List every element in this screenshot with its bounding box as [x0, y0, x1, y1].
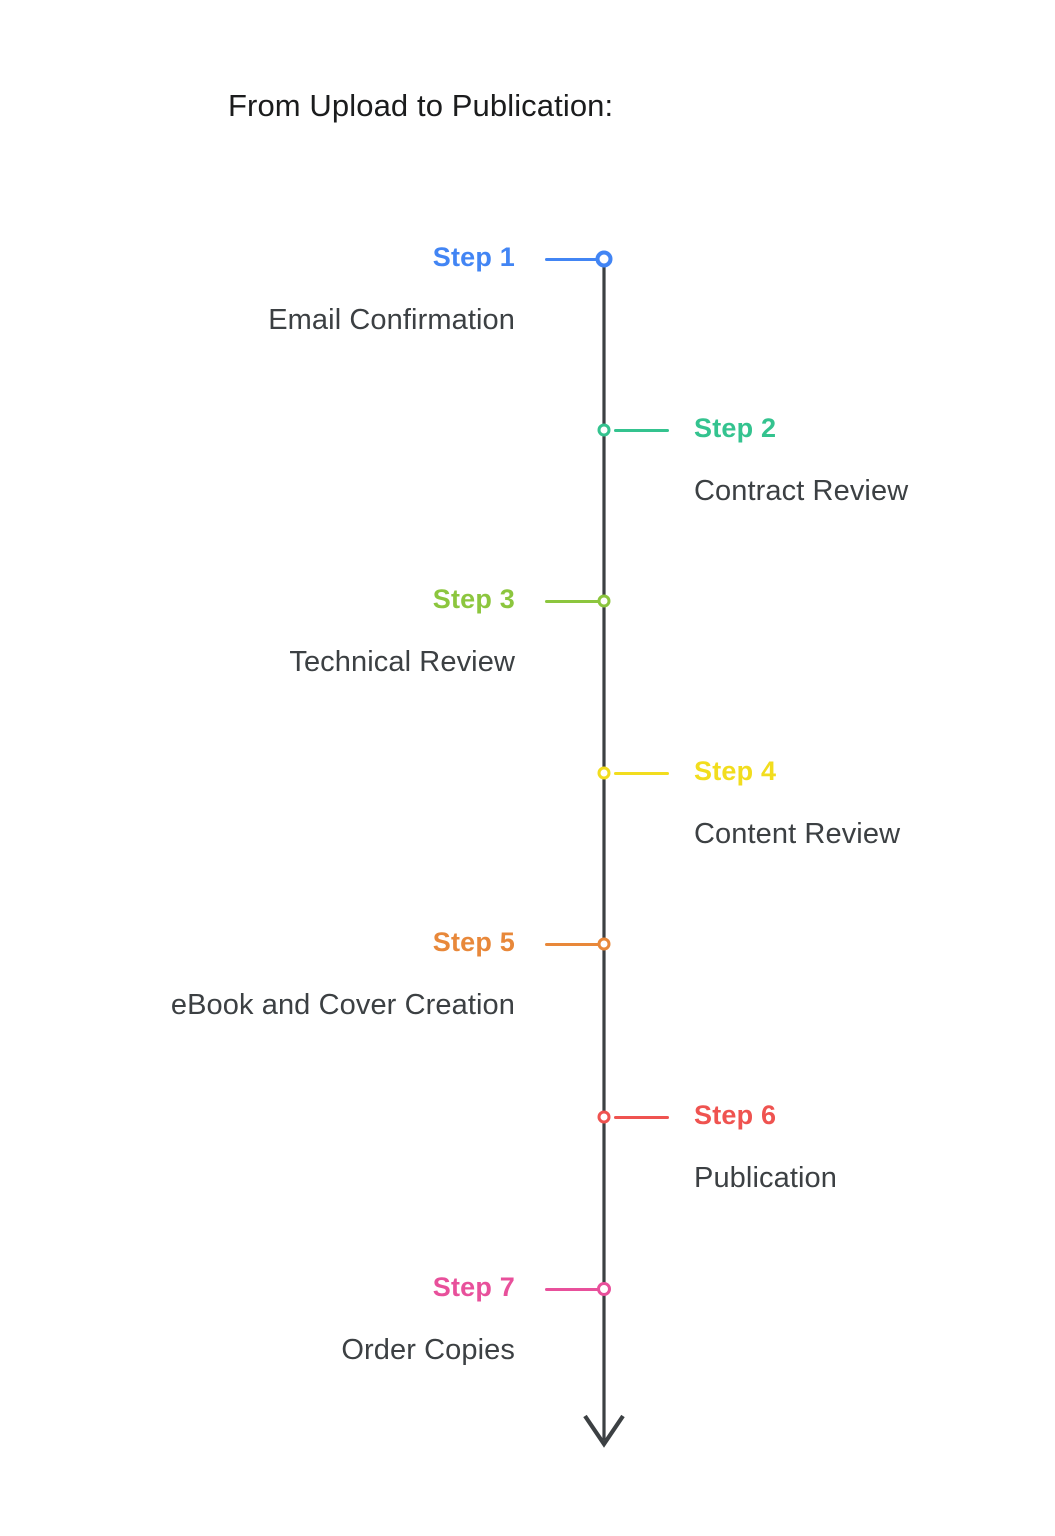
step-label: Step 5 — [432, 927, 515, 957]
step-connector-line — [545, 258, 600, 261]
step-node-marker[interactable] — [597, 1110, 611, 1124]
step-connector-line — [545, 1288, 600, 1291]
step-label: Step 2 — [694, 413, 777, 443]
step-label: Step 4 — [694, 756, 777, 786]
step-description: Order Copies — [341, 1334, 515, 1366]
step-description: eBook and Cover Creation — [170, 989, 515, 1021]
step-label: Step 6 — [694, 1100, 777, 1130]
step-connector-line — [545, 600, 600, 603]
step-node-marker[interactable] — [597, 937, 611, 951]
arrow-down-icon — [583, 1414, 625, 1448]
page-title: From Upload to Publication: — [228, 88, 614, 123]
step-node-marker[interactable] — [597, 766, 611, 780]
step-node-marker[interactable] — [597, 594, 611, 608]
step-label: Step 1 — [432, 242, 515, 272]
step-node-marker[interactable] — [595, 250, 613, 268]
step-connector-line — [614, 429, 669, 432]
step-description: Publication — [694, 1162, 837, 1194]
step-label: Step 7 — [432, 1272, 515, 1302]
step-label: Step 3 — [432, 584, 515, 614]
step-description: Contract Review — [694, 475, 909, 507]
step-description: Content Review — [694, 818, 901, 850]
step-description: Technical Review — [289, 646, 515, 678]
step-node-marker[interactable] — [597, 423, 611, 437]
step-connector-line — [545, 943, 600, 946]
step-connector-line — [614, 772, 669, 775]
step-node-marker[interactable] — [597, 1282, 611, 1296]
step-connector-line — [614, 1116, 669, 1119]
step-description: Email Confirmation — [268, 304, 515, 336]
